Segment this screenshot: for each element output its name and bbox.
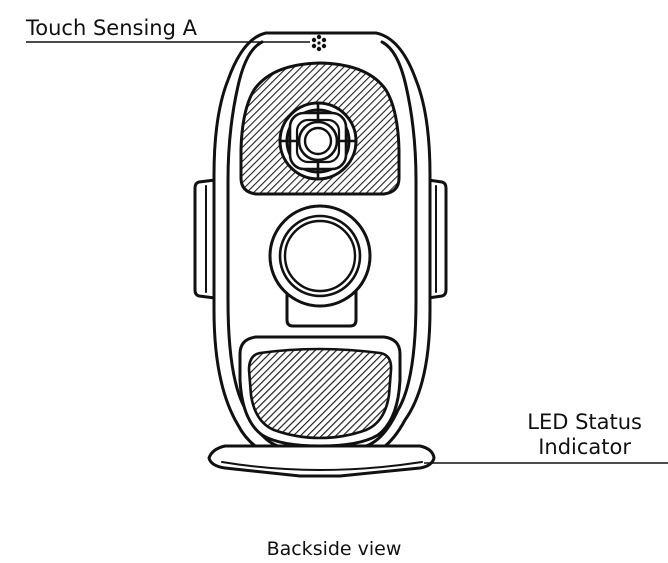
view-caption: Backside view	[266, 538, 402, 560]
left-side-button	[193, 178, 217, 300]
touch-sensing-a-dots	[311, 34, 327, 52]
led-status-label-line1: LED Status	[527, 410, 642, 434]
touch-sensing-label: Touch Sensing A	[26, 16, 197, 40]
camera-lens-assembly	[278, 101, 358, 181]
base-stand	[207, 444, 436, 478]
led-status-indicator-label: LED Status Indicator	[527, 410, 642, 460]
led-status-label-line2: Indicator	[538, 435, 632, 459]
right-side-button	[426, 178, 448, 300]
center-round-button	[268, 204, 372, 328]
